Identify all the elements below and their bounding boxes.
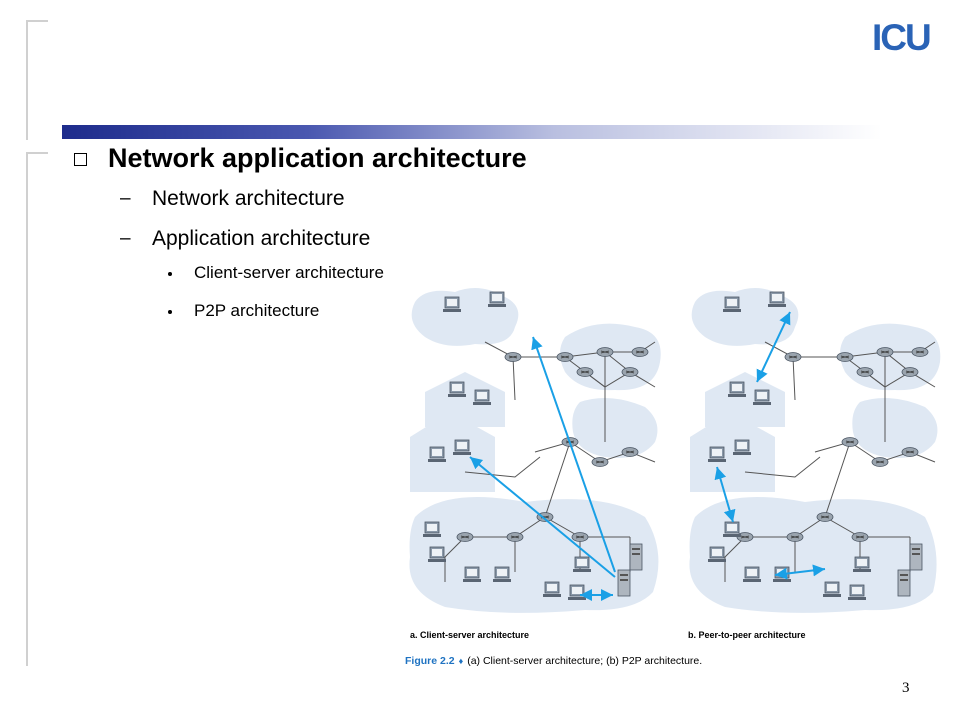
figure-caption-text: (a) Client-server architecture; (b) P2P … (467, 655, 702, 667)
dash-bullet-icon: – (120, 188, 131, 209)
panel-client-server: a. Client-server architecture (409, 288, 661, 640)
frame-border-bottom (26, 152, 48, 666)
frame-border-top (26, 20, 48, 140)
network-architecture-figure: a. Client-server architecture (405, 288, 941, 667)
figure-caption: Figure 2.2 ♦(a) Client-server architectur… (405, 655, 702, 667)
panel-peer-to-peer: b. Peer-to-peer architecture (688, 288, 941, 640)
diamond-icon: ♦ (459, 656, 464, 666)
slide-title: Network application architecture (108, 143, 527, 173)
dot-bullet-icon (168, 272, 172, 276)
dash-bullet-icon: – (120, 228, 131, 249)
figure-caption-label: Figure 2.2 (405, 655, 455, 667)
panel-b-label: b. Peer-to-peer architecture (688, 630, 806, 640)
bullet-p2p: P2P architecture (194, 301, 320, 320)
dot-bullet-icon (168, 310, 172, 314)
panel-a-label: a. Client-server architecture (410, 630, 529, 640)
bullet-client-server: Client-server architecture (194, 263, 384, 282)
bullet-network-architecture: Network architecture (152, 187, 345, 210)
square-bullet-icon (74, 153, 87, 166)
icu-logo: ICU (872, 17, 932, 58)
page-number: 3 (902, 680, 910, 696)
bullet-application-architecture: Application architecture (152, 227, 371, 250)
title-gradient-bar (62, 125, 882, 139)
